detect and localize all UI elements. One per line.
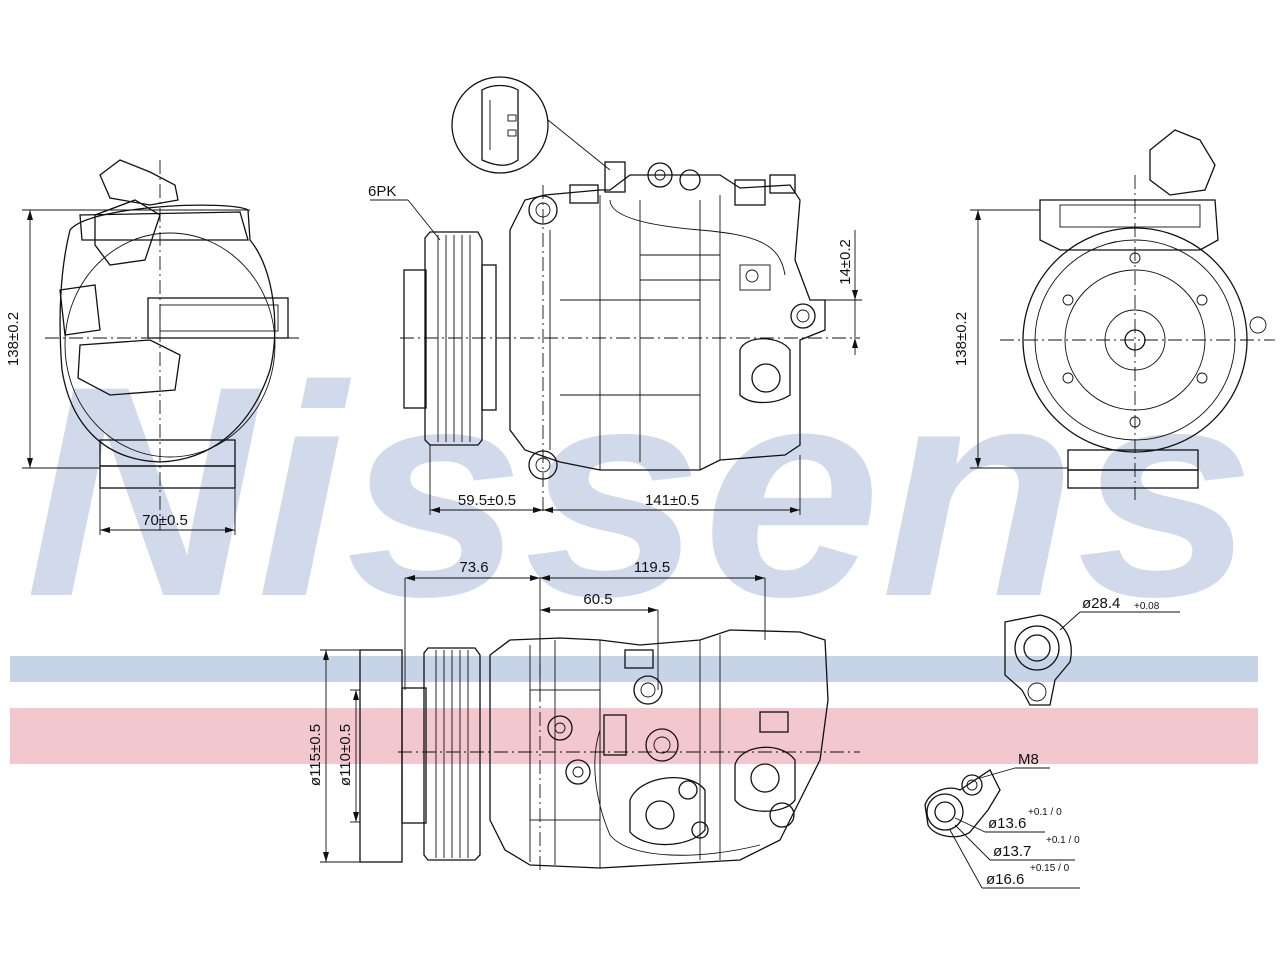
pulley-outer-diameter: ø115±0.5 [307, 724, 324, 786]
body-length-dimension: 141±0.5 [645, 492, 699, 509]
mount-to-port-dimension: 60.5 [583, 591, 612, 608]
discharge-port-outer-diameter: ø16.6 [986, 871, 1024, 888]
right-height-dimension: 138±0.2 [953, 312, 970, 366]
top-view: 73.6 119.5 60.5 [307, 559, 860, 870]
nissens-watermark: Nissens [10, 323, 1258, 764]
watermark-blue-band [10, 656, 1258, 682]
front-view: 6PK 14±0.2 59.5±0.5 141±0.5 [368, 76, 862, 515]
mount-to-rear-dimension: 119.5 [634, 559, 670, 576]
rear-view: 138±0.2 [953, 129, 1275, 500]
discharge-port-mid-diameter: ø13.7 [993, 843, 1031, 860]
port-detail-lower: M8 ø13.6 +0.1 / 0 ø13.7 +0.1 / 0 ø16.6 +… [924, 751, 1080, 889]
discharge-port-mid-tolerance: +0.1 / 0 [1046, 835, 1080, 846]
belt-type-label: 6PK [368, 183, 396, 200]
discharge-port-inner-tolerance: +0.1 / 0 [1028, 807, 1062, 818]
suction-port-tolerance: +0.08 [1134, 601, 1160, 612]
left-side-view: 138±0.2 70±0.5 [5, 159, 300, 535]
pulley-inner-diameter: ø110±0.5 [337, 724, 354, 786]
discharge-port-inner-diameter: ø13.6 [988, 815, 1026, 832]
watermark-red-band [10, 708, 1258, 764]
front-offset-dimension: 14±0.2 [837, 239, 854, 285]
left-width-dimension: 70±0.5 [142, 512, 188, 529]
thread-size-label: M8 [1018, 751, 1039, 768]
pulley-to-mount-dimension: 73.6 [459, 559, 488, 576]
left-height-dimension: 138±0.2 [5, 312, 22, 366]
pulley-offset-dimension: 59.5±0.5 [458, 492, 516, 509]
discharge-port-outer-tolerance: +0.15 / 0 [1030, 863, 1070, 874]
suction-port-diameter: ø28.4 [1082, 595, 1120, 612]
port-detail-upper: ø28.4 +0.08 [1004, 595, 1180, 706]
